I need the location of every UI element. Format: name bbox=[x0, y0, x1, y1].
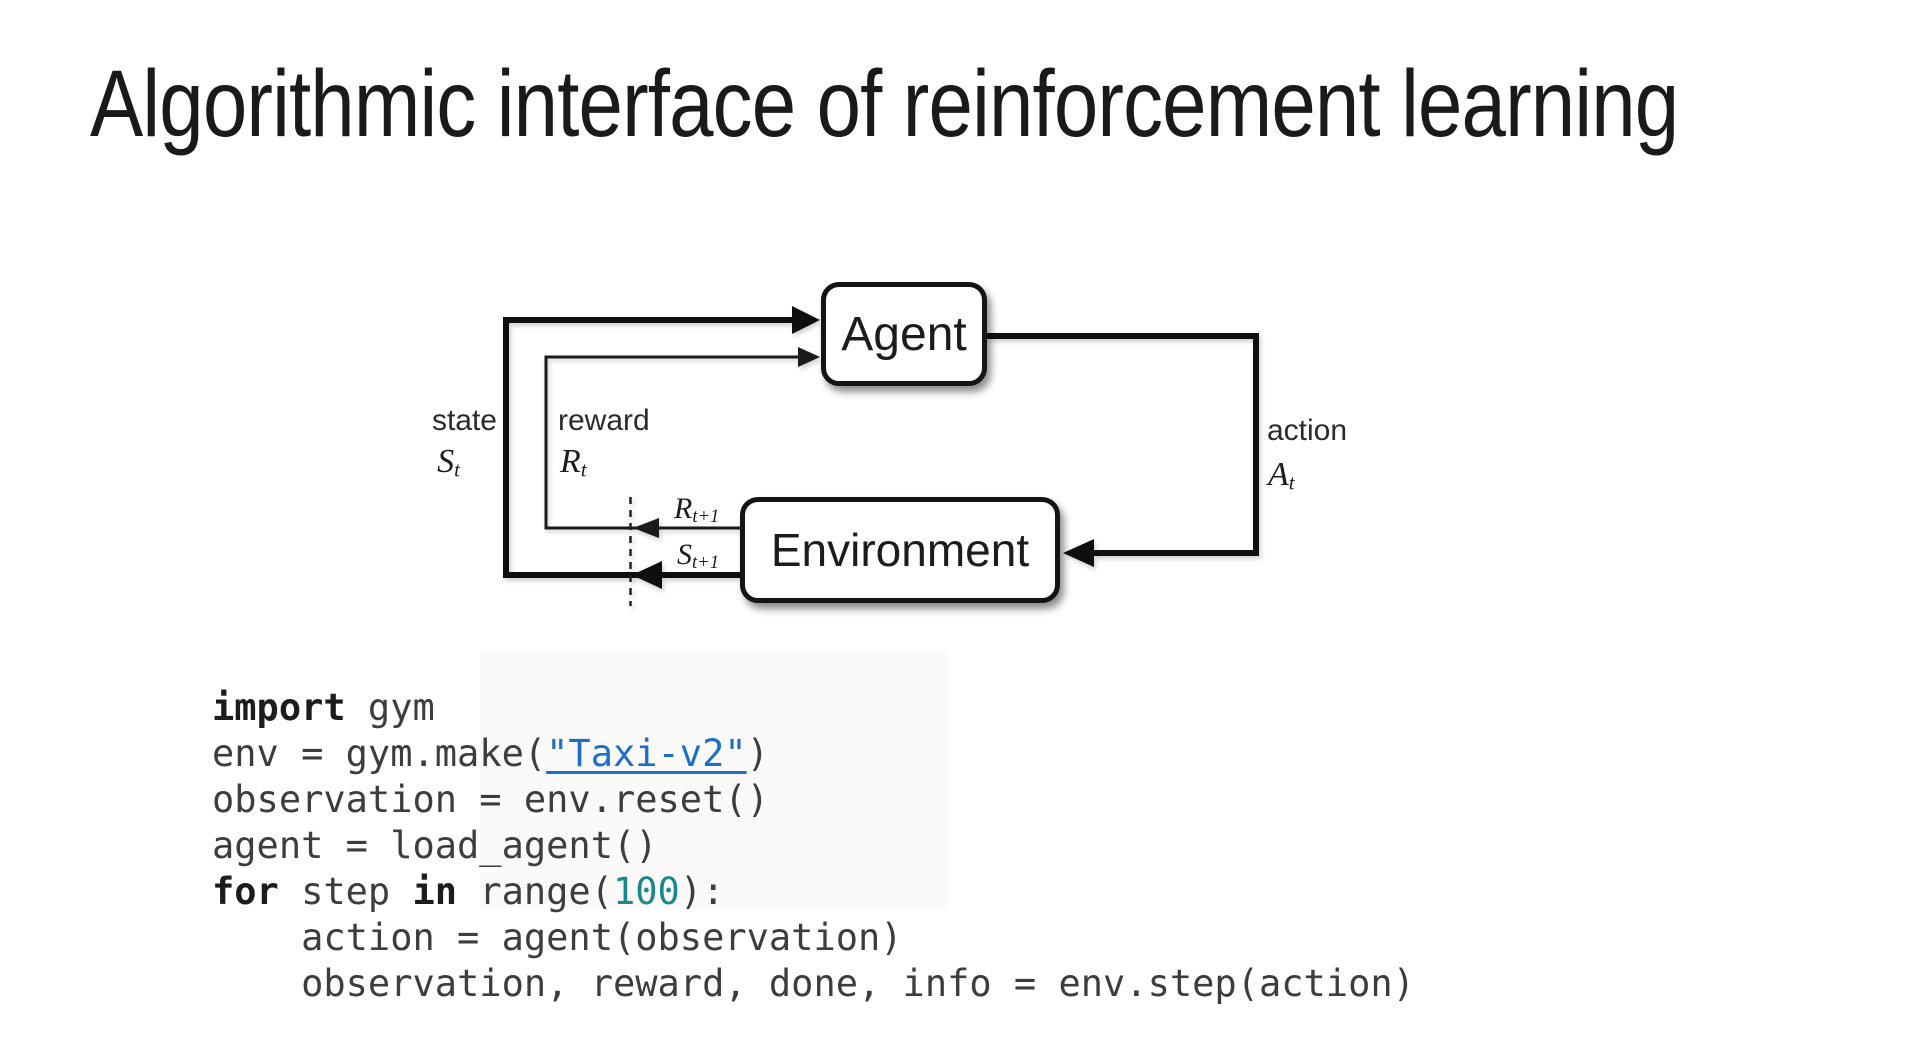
code-segment: gym bbox=[345, 686, 435, 729]
code-segment: import bbox=[212, 686, 346, 729]
action-arrowhead-into-environment bbox=[1063, 539, 1094, 567]
action-line bbox=[987, 333, 1259, 556]
code-image-background bbox=[480, 652, 948, 908]
code-segment: observation = env.reset() bbox=[212, 778, 769, 821]
environment-label: Environment bbox=[770, 524, 1030, 576]
code-segment: env = gym.make( bbox=[212, 732, 547, 775]
reward-symbol: Rt bbox=[560, 443, 587, 482]
state-label: state bbox=[431, 404, 497, 437]
agent-box: Agent bbox=[821, 282, 987, 386]
reward-arrowhead-at-boundary bbox=[633, 518, 659, 538]
agent-label: Agent bbox=[841, 307, 967, 361]
state-symbol: St bbox=[437, 443, 460, 482]
code-segment: for bbox=[212, 870, 279, 913]
code-segment: observation, reward, done, info = env.st… bbox=[212, 962, 1415, 1005]
state-arrowhead-into-agent bbox=[792, 306, 820, 334]
code-segment: in bbox=[412, 870, 458, 913]
code-segment: action = agent(observation) bbox=[212, 916, 903, 959]
reward-arrowhead-into-agent bbox=[798, 347, 820, 367]
environment-box: Environment bbox=[740, 497, 1060, 603]
taxi-v2-link[interactable]: "Taxi-v2" bbox=[546, 732, 747, 775]
code-segment: agent = load_agent() bbox=[212, 824, 658, 867]
code-line: env = gym.make("Taxi-v2") bbox=[212, 731, 1415, 777]
action-symbol: At bbox=[1268, 456, 1295, 495]
code-segment: range( bbox=[457, 870, 613, 913]
state-arrowhead-at-boundary bbox=[632, 561, 662, 589]
code-segment: 100 bbox=[612, 870, 680, 913]
reward-label: reward bbox=[558, 404, 650, 437]
page-title: Algorithmic interface of reinforcement l… bbox=[90, 51, 1679, 157]
code-segment: step bbox=[278, 870, 413, 913]
code-line: observation, reward, done, info = env.st… bbox=[212, 961, 1415, 1007]
code-line: import gym bbox=[212, 685, 1415, 731]
action-label: action bbox=[1267, 414, 1348, 447]
next-reward-symbol: Rt+1 bbox=[674, 492, 720, 528]
next-state-symbol: St+1 bbox=[677, 538, 720, 574]
code-line: for step in range(100): bbox=[212, 869, 1415, 915]
code-segment: ) bbox=[746, 732, 769, 775]
code-line: observation = env.reset() bbox=[212, 777, 1415, 823]
code-line: agent = load_agent() bbox=[212, 823, 1415, 869]
code-segment: ): bbox=[679, 870, 725, 913]
state-line bbox=[503, 317, 798, 578]
code-line: action = agent(observation) bbox=[212, 915, 1415, 961]
